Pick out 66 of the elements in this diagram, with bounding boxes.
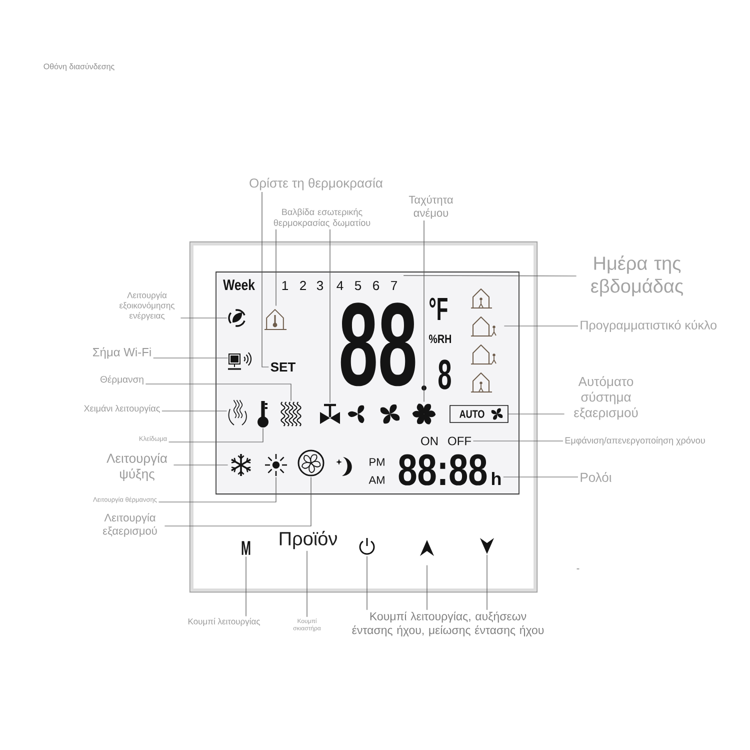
leaf-icon xyxy=(228,309,246,327)
auto-indicator: AUTO xyxy=(450,405,508,423)
callout-label: Βαλβίδα εσωτερικής θερμοκρασίας δωματίου xyxy=(274,208,370,228)
lcd-text: AM xyxy=(368,476,384,484)
lcd-text: °F xyxy=(430,298,448,320)
chevron-down-icon xyxy=(480,538,494,554)
callout-label: Εμφάνιση/απενεργοποίηση χρόνου xyxy=(565,436,705,446)
panel-text: Προϊόν xyxy=(280,530,337,550)
hand-icon xyxy=(228,400,247,426)
leader-line xyxy=(472,440,564,442)
callout-label: Ορίστε τη θερμοκρασία xyxy=(250,178,383,190)
lcd-text: %RH xyxy=(428,334,451,344)
fan-icon xyxy=(298,450,324,476)
button-letter: M xyxy=(242,541,250,555)
callout-label: Κουμπί λειτουργίας xyxy=(188,618,260,626)
dash-text: - xyxy=(576,568,580,570)
house-thermometer-icon xyxy=(264,309,287,330)
lcd-text: 5 xyxy=(354,281,362,290)
leader-line xyxy=(366,556,368,610)
computer-signal-icon xyxy=(228,352,252,370)
callout-label: Λειτουργία ψύξης xyxy=(106,452,168,482)
leader-line xyxy=(162,410,228,412)
callout-label: Αυτόματο σύστημα εξαερισμού xyxy=(574,376,638,420)
lcd-text: SET xyxy=(270,362,296,372)
leader-line xyxy=(164,476,312,526)
leader-line xyxy=(503,476,578,478)
segment-digits: 8 xyxy=(438,360,451,390)
key-icon xyxy=(258,401,268,428)
lcd-text: 2 xyxy=(300,280,306,290)
callout-label: Ρολόι xyxy=(580,472,612,482)
leader-line xyxy=(158,476,276,502)
chevron-up-icon xyxy=(420,540,434,556)
callout-label: Ταχύτητα ανέμου xyxy=(408,195,454,219)
lcd-text: 3 xyxy=(316,280,324,290)
callout-label: Λειτουργία εξαερισμού xyxy=(103,513,157,537)
lcd-text: PM xyxy=(370,458,384,466)
lcd-text: Week xyxy=(223,279,255,290)
power-icon xyxy=(359,538,375,555)
leader-line xyxy=(168,428,264,442)
lcd-text: 4 xyxy=(336,281,344,290)
snowflake-icon xyxy=(231,454,251,476)
leader-line xyxy=(306,550,308,618)
fans-icon xyxy=(348,404,436,424)
callout-label: Σήμα Wi-Fi xyxy=(93,347,151,359)
callout-label: Χειμάνι λειτουργίας xyxy=(84,404,160,414)
title: Οθόνη διασύνδεσης xyxy=(44,63,114,71)
lcd-text: ON OFF xyxy=(421,436,472,446)
callout-label: Θέρμανση xyxy=(100,375,144,385)
segment-digits: 88 xyxy=(340,302,416,386)
callout-label: Λειτουργία εξοικονόμησης ενέργειας xyxy=(120,292,174,320)
lcd-text: 7 xyxy=(391,281,397,290)
leader-line xyxy=(145,384,292,402)
sun-icon xyxy=(265,454,287,476)
houses-icon xyxy=(470,288,496,392)
leader-line xyxy=(486,554,488,610)
leader-line xyxy=(173,464,228,466)
lcd-text: 1 xyxy=(282,281,288,290)
valve-icon xyxy=(320,404,340,424)
callout-label: Ημέρα της εβδομάδας xyxy=(591,256,683,297)
lcd-screen xyxy=(216,272,520,494)
leader-line xyxy=(403,275,577,276)
leader-line xyxy=(262,192,269,368)
callout-label: Προγραμματιστικό κύκλο xyxy=(580,320,716,332)
heat-waves-icon xyxy=(280,402,302,426)
callout-label: Κουμπί λειτουργίας, αυξήσεων έντασης ήχου, μείωσης έντασης ήχου xyxy=(352,612,544,636)
lcd-text: 6 xyxy=(373,280,380,290)
